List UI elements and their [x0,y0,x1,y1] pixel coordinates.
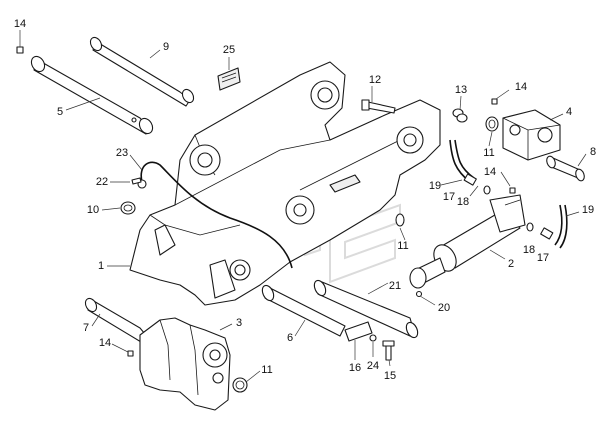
callout-9: 9 [162,41,170,53]
pin-8 [546,155,585,182]
bolt-14-right [491,98,516,194]
callout-25: 25 [222,44,236,56]
callout-22: 22 [95,176,109,188]
callout-24: 24 [366,360,380,372]
bolt-14-top [16,46,24,54]
callout-11: 11 [397,240,409,252]
callout-12: 12 [368,74,382,86]
ring-11-upper [485,116,499,132]
callout-1: 1 [97,260,105,272]
callout-19: 19 [581,204,595,216]
callout-8: 8 [589,146,597,158]
ring-10 [120,201,136,215]
callout-7: 7 [82,322,90,334]
callout-14: 14 [514,81,528,93]
fittings-17-18-left [463,173,491,195]
callout-23: 23 [115,147,129,159]
callout-10: 10 [86,204,100,216]
callout-17: 17 [536,252,550,264]
callout-18: 18 [456,196,470,208]
pin-6 [261,284,346,337]
callout-14: 14 [98,337,112,349]
quick-coupler-frame-1 [129,61,441,306]
ring-11-bottom [232,377,248,393]
callout-14: 14 [483,166,497,178]
ring-11-mid [395,213,405,227]
callout-5: 5 [56,106,64,118]
pin-22 [131,177,142,185]
hydraulic-cylinder-2 [409,194,526,289]
leader-lines [19,30,587,383]
washer-20 [415,290,423,298]
callout-2: 2 [507,258,515,270]
bolt-12 [361,99,396,114]
pin-9 [89,36,195,107]
nut-24 [369,334,377,342]
callout-11: 11 [483,147,495,159]
callout-19: 19 [428,180,442,192]
callout-11: 11 [261,364,273,376]
lock-block-4 [502,109,561,161]
plate-16 [344,321,373,342]
callout-18: 18 [522,244,536,256]
callout-6: 6 [286,332,294,344]
hose-23 [137,161,293,269]
callout-17: 17 [442,191,456,203]
pin-21 [313,279,419,339]
label-plate-25 [217,67,241,91]
fitting-13 [452,108,468,123]
callout-4: 4 [565,106,573,118]
pin-5 [30,55,154,135]
callout-16: 16 [348,362,362,374]
bolt-15 [382,340,395,361]
callout-15: 15 [383,370,397,382]
callout-14: 14 [13,18,27,30]
hook-3 [139,317,231,411]
callout-21: 21 [388,280,402,292]
bolt-14-bottom [127,350,134,357]
callout-20: 20 [437,302,451,314]
fittings-17-18-right [526,222,554,240]
callout-13: 13 [454,84,468,96]
callout-3: 3 [235,317,243,329]
